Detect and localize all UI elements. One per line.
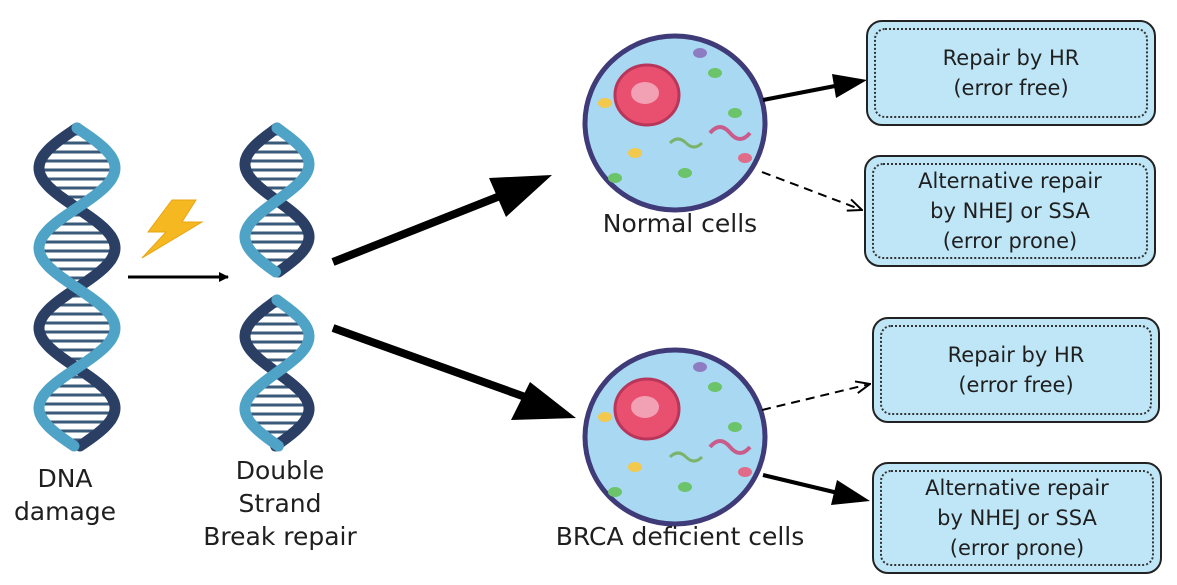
dashed-arrow-normal-to-alt (761, 171, 862, 210)
organelle (678, 168, 692, 178)
organelle (738, 153, 752, 163)
organelle (693, 48, 707, 58)
dna-strand (33, 122, 121, 452)
brca-alternative-repair-box: Alternative repair by NHEJ or SSA (error… (872, 462, 1162, 574)
organelle (678, 482, 692, 492)
double-strand-break-repair-label: Double Strand Break repair (203, 456, 357, 551)
golgi (708, 439, 752, 455)
organelle (738, 467, 752, 477)
dna-damage-label: DNA damage (13, 464, 117, 526)
nucleolus (631, 82, 659, 104)
normal-cells-label: Normal cells (602, 209, 758, 238)
organelle (728, 108, 742, 118)
dashed-arrow-brca-to-hr (761, 384, 870, 411)
mitochondrion (668, 451, 704, 463)
arrow-to-normal-cells (331, 175, 552, 266)
normal-alternative-repair-box: Alternative repair by NHEJ or SSA (error… (864, 155, 1156, 267)
nucleolus (631, 396, 659, 418)
organelle (608, 173, 622, 183)
organelle (628, 148, 642, 158)
cell-membrane (582, 33, 768, 213)
normal-cell-icon (582, 33, 768, 213)
arrow-brca-to-alt (762, 473, 870, 505)
organelle (608, 487, 622, 497)
organelle (728, 422, 742, 432)
organelle (693, 362, 707, 372)
brca-hr-repair-box: Repair by HR (error free) (872, 317, 1160, 423)
normal-hr-repair-box: Repair by HR (error free) (866, 20, 1156, 126)
brca-cell-icon (582, 347, 768, 527)
organelle (628, 462, 642, 472)
arrow-to-brca-cells (331, 324, 576, 420)
golgi (708, 125, 752, 141)
dna-helix-icon (33, 122, 121, 452)
dna-strand (239, 122, 315, 278)
arrow-normal-to-hr (762, 74, 867, 102)
organelle (708, 382, 722, 392)
brca-deficient-cells-label: BRCA deficient cells (555, 522, 805, 551)
organelle (708, 68, 722, 78)
dna-helix-icon (239, 294, 315, 452)
cell-membrane (582, 347, 768, 527)
organelle (598, 98, 612, 108)
lightning-bolt-icon (141, 199, 204, 259)
organelle (598, 412, 612, 422)
dna-strand (239, 294, 315, 452)
mitochondrion (668, 137, 704, 149)
dna-helix-icon (239, 122, 315, 278)
